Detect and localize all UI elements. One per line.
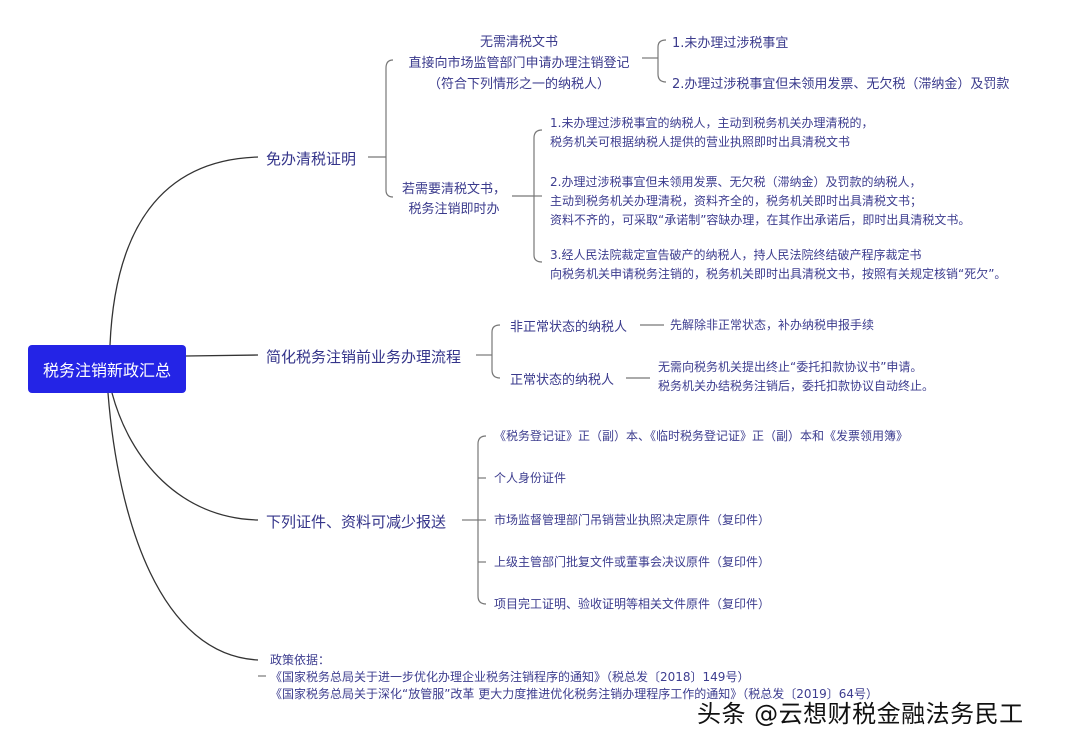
leaf-line: 主动到税务机关办理清税，资料齐全的，税务机关即时出具清税文书； [550, 194, 923, 208]
leaf-line: 税务机关可根据纳税人提供的营业执照即时出具清税文书 [550, 135, 851, 149]
leaf-item: 市场监督管理部门吊销营业执照决定原件（复印件） [494, 513, 771, 527]
leaf-item: 无需向税务机关提出终止“委托扣款协议书”申请。 税务机关办结税务注销后，委托扣款… [658, 358, 934, 396]
node-line: （符合下列情形之一的纳税人） [427, 77, 610, 92]
leaf-line: 1.未办理过涉税事宜的纳税人，主动到税务机关办理清税的， [550, 116, 874, 130]
leaf-line: 2.办理过涉税事宜但未领用发票、无欠税（滞纳金）及罚款的纳税人， [550, 175, 922, 189]
leaf-line: 向税务机关申请税务注销的，税务机关即时出具清税文书，按照有关规定核销“死欠”。 [550, 267, 1007, 281]
leaf-item: 3.经人民法院裁定宣告破产的纳税人，持人民法院终结破产程序裁定书 向税务机关申请… [550, 246, 1006, 284]
root-label: 税务注销新政汇总 [42, 361, 171, 380]
leaf-item: 2.办理过涉税事宜但未领用发票、无欠税（滞纳金）及罚款 [672, 77, 1010, 92]
policy-label: 政策依据： [270, 653, 331, 667]
leaf-item: 2.办理过涉税事宜但未领用发票、无欠税（滞纳金）及罚款的纳税人， 主动到税务机关… [550, 173, 970, 230]
no-clearance-node[interactable]: 无需清税文书 直接向市场监管部门申请办理注销登记 （符合下列情形之一的纳税人） [398, 32, 640, 95]
leaf-item: 项目完工证明、验收证明等相关文件原件（复印件） [494, 597, 771, 611]
branch-simplified-process[interactable]: 简化税务注销前业务办理流程 [266, 348, 462, 366]
need-clearance-node[interactable]: 若需要清税文书， 税务注销即时办 [396, 180, 512, 220]
node-line: 无需清税文书 [479, 35, 558, 50]
leaf-line: 3.经人民法院裁定宣告破产的纳税人，持人民法院终结破产程序裁定书 [550, 248, 922, 262]
leaf-item: 个人身份证件 [494, 471, 567, 485]
leaf-item: 1.未办理过涉税事宜 [672, 36, 789, 51]
root-node[interactable]: 税务注销新政汇总 [28, 345, 186, 393]
node-line: 税务注销即时办 [408, 202, 500, 217]
abnormal-taxpayer-node[interactable]: 非正常状态的纳税人 [510, 320, 628, 335]
leaf-line: 资料不齐的，可采取“承诺制”容缺办理，在其作出承诺后，即时出具清税文书。 [550, 213, 971, 227]
watermark: 头条 @云想财税金融法务民工 [697, 700, 1024, 728]
leaf-item: 上级主管部门批复文件或董事会决议原件（复印件） [494, 555, 771, 569]
normal-taxpayer-node[interactable]: 正常状态的纳税人 [510, 373, 615, 388]
node-line: 直接向市场监管部门申请办理注销登记 [408, 56, 630, 71]
policy-line: 《国家税务总局关于深化“放管服”改革 更大力度推进优化税务注销办理程序工作的通知… [270, 687, 879, 701]
leaf-item: 《税务登记证》正（副）本、《临时税务登记证》正（副）本和《发票领用簿》 [494, 429, 909, 443]
branch-reduced-documents[interactable]: 下列证件、资料可减少报送 [266, 513, 447, 531]
branch-exempt-certificate[interactable]: 免办清税证明 [266, 150, 357, 168]
leaf-line: 无需向税务机关提出终止“委托扣款协议书”申请。 [658, 360, 923, 374]
policy-basis: 政策依据： 《国家税务总局关于进一步优化办理企业税务注销程序的通知》（税总发〔2… [270, 652, 878, 703]
leaf-item: 1.未办理过涉税事宜的纳税人，主动到税务机关办理清税的， 税务机关可根据纳税人提… [550, 114, 873, 152]
policy-line: 《国家税务总局关于进一步优化办理企业税务注销程序的通知》（税总发〔2018〕14… [270, 670, 750, 684]
node-line: 若需要清税文书， [401, 182, 506, 197]
leaf-line: 税务机关办结税务注销后，委托扣款协议自动终止。 [658, 379, 935, 393]
leaf-item: 先解除非正常状态，补办纳税申报手续 [670, 318, 875, 332]
